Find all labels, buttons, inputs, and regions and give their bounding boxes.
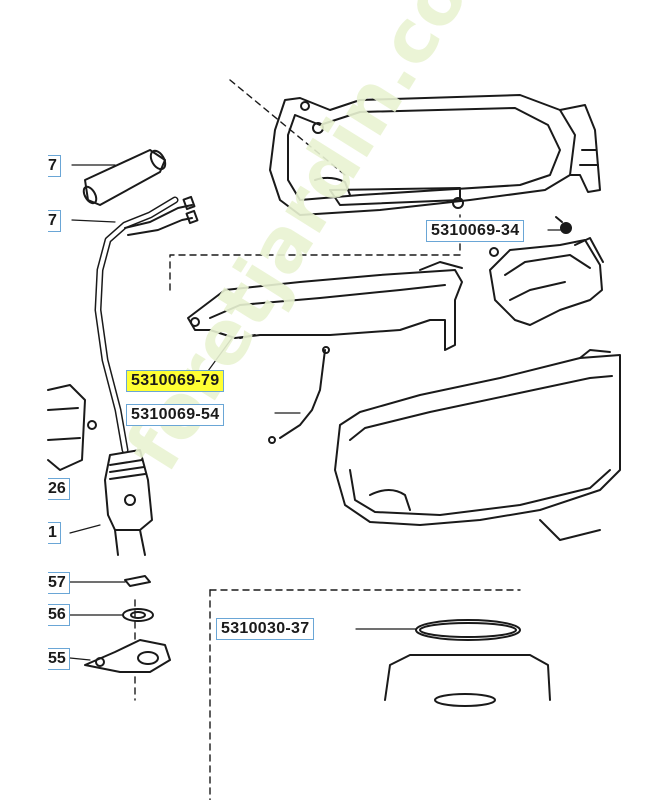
- cable-sleeve-part: [82, 149, 167, 206]
- edge-label-1: 1: [48, 522, 61, 544]
- blade-housing-part: [384, 654, 551, 707]
- edge-label-57: 57: [48, 572, 70, 594]
- cable-clamp-part: [84, 639, 171, 673]
- edge-label-56: 56: [48, 604, 70, 626]
- switch-bracket-part: [489, 237, 604, 326]
- o-ring-part: [415, 619, 521, 641]
- nut-part: [124, 575, 151, 587]
- main-handle-part: [334, 349, 621, 541]
- part-label-5310030-37: 5310030-37: [216, 618, 315, 640]
- part-label-5310069-54: 5310069-54: [126, 404, 225, 426]
- handle-cover-part: [187, 261, 463, 351]
- part-label-5310069-34: 5310069-34: [426, 220, 525, 242]
- motor-housing-top: [269, 94, 601, 216]
- screw-part: [555, 216, 572, 234]
- power-cord-part: [94, 195, 199, 556]
- left-partial-part: [47, 384, 97, 471]
- wire-part: [268, 346, 330, 444]
- part-label-5310069-79: 5310069-79: [126, 370, 225, 392]
- edge-label-26: 26: [48, 478, 70, 500]
- washer-part: [122, 608, 154, 622]
- edge-label-55: 55: [48, 648, 70, 670]
- edge-label-7-top: 7: [48, 155, 61, 177]
- edge-label-7-lower: 7: [48, 210, 61, 232]
